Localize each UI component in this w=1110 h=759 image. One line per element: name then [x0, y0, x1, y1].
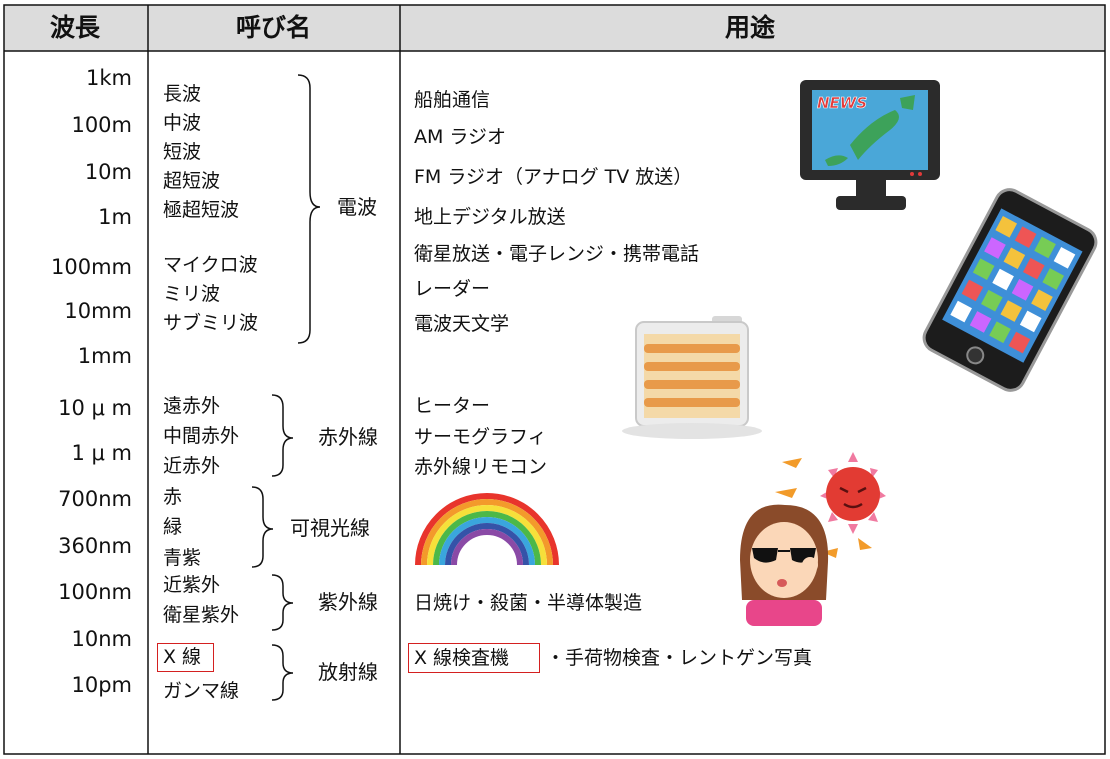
name-item: 遠赤外: [163, 395, 221, 417]
name-item: 極超短波: [163, 199, 240, 221]
name-item: 近紫外: [163, 574, 221, 596]
usage-item: ヒーター: [414, 395, 491, 417]
name-item: 超短波: [163, 170, 221, 192]
usage-item: 船舶通信: [414, 89, 491, 111]
usage-item: 電波天文学: [414, 313, 510, 335]
usage-item: AM ラジオ: [414, 126, 507, 148]
name-item: サブミリ波: [163, 312, 259, 334]
wavelength-label: 360nm: [58, 534, 132, 558]
brace-infrared: [271, 394, 294, 477]
wavelength-label: 10pm: [71, 673, 132, 697]
wavelength-label: 1 μ m: [71, 441, 132, 465]
name-item: 衛星紫外: [163, 604, 240, 626]
name-group-visible: 可視光線: [290, 516, 370, 540]
name-group-radiation: 放射線: [318, 660, 378, 684]
header-name: 呼び名: [236, 13, 312, 42]
sun-icon: [820, 452, 886, 534]
name-item: 長波: [163, 83, 202, 105]
brace-radiation: [271, 644, 294, 701]
name-item: 青紫: [163, 547, 202, 569]
tv-news-text: NEWS: [817, 94, 867, 112]
brace-uv: [271, 574, 294, 631]
header-usage: 用途: [725, 13, 776, 42]
usage-item: 赤外線リモコン: [414, 456, 548, 478]
name-group-uv: 紫外線: [318, 590, 378, 614]
name-item: マイクロ波: [163, 254, 258, 276]
heater-icon: [622, 316, 762, 439]
wavelength-label: 100mm: [51, 255, 132, 279]
tv-icon: [800, 80, 940, 210]
name-item: 近赤外: [163, 455, 221, 477]
wavelength-label: 100m: [71, 113, 132, 137]
name-item: 中間赤外: [163, 425, 240, 447]
wavelength-label: 1mm: [77, 344, 132, 368]
wavelength-label: 1m: [98, 205, 132, 229]
wavelength-label: 700nm: [58, 487, 132, 511]
name-group-radio: 電波: [337, 195, 377, 219]
table-border: [3, 4, 1106, 755]
person-icon: [740, 504, 829, 626]
name-item: 短波: [163, 141, 202, 163]
xray-usage-highlight: [408, 643, 540, 673]
brace-group: [251, 74, 321, 701]
name-item: X 線: [163, 646, 202, 668]
name-item: 中波: [163, 112, 202, 134]
header-wavelength: 波長: [50, 13, 101, 42]
name-group-infrared: 赤外線: [318, 425, 378, 449]
usage-xray-highlight: X 線検査機: [414, 647, 510, 669]
name-item: ミリ波: [163, 283, 221, 305]
usage-item: 衛星放送・電子レンジ・携帯電話: [414, 243, 700, 265]
usage-item: 日焼け・殺菌・半導体製造: [414, 592, 643, 614]
name-item: ガンマ線: [163, 680, 240, 702]
xray-name-highlight: [157, 643, 214, 672]
usage-item: 地上デジタル放送: [414, 206, 566, 228]
wavelength-label: 100nm: [58, 580, 132, 604]
wavelength-label: 10m: [84, 160, 132, 184]
wavelength-label: 10mm: [64, 299, 132, 323]
header-background: [4, 5, 1105, 51]
brace-radio: [297, 74, 321, 344]
smartphone-icon: [922, 188, 1098, 392]
wavelength-label: 10 μ m: [58, 396, 132, 420]
usage-xray-rest: ・手荷物検査・レントゲン写真: [546, 647, 813, 669]
brace-visible: [251, 486, 274, 568]
wavelength-label: 10nm: [71, 627, 133, 651]
usage-item: レーダー: [414, 278, 491, 300]
usage-item: サーモグラフィ: [414, 426, 547, 448]
name-item: 緑: [163, 516, 183, 538]
rainbow-icon: [415, 493, 559, 566]
usage-item: FM ラジオ（アナログ TV 放送）: [414, 166, 693, 188]
wavelength-label: 1km: [86, 66, 132, 90]
name-item: 赤: [163, 486, 183, 508]
